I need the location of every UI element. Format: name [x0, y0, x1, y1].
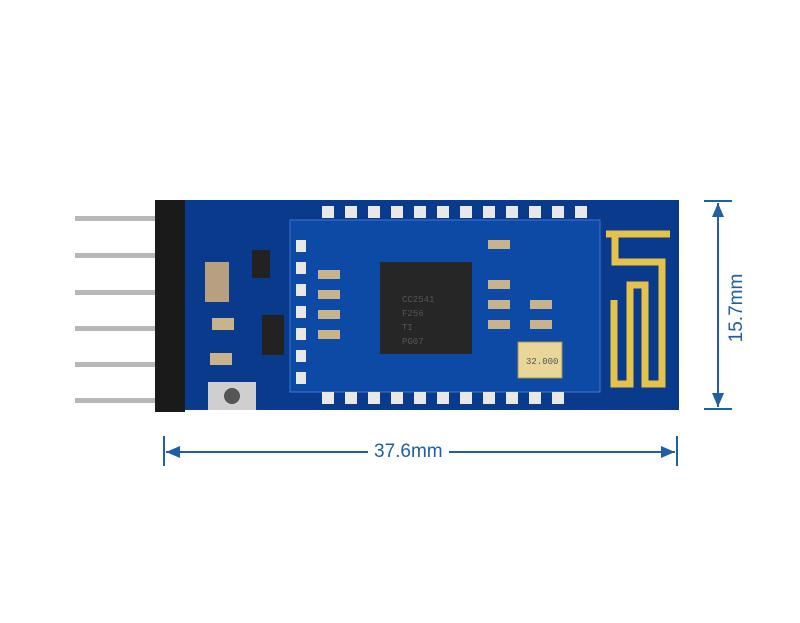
chip-marking: CC2541: [402, 295, 434, 305]
crystal-marking: 32.000: [526, 357, 558, 367]
cc2541-chip: [380, 262, 472, 354]
chip-marking: TI: [402, 323, 413, 333]
chip-marking: PG07: [402, 337, 424, 347]
width-dimension-label: 37.6mm: [368, 441, 449, 463]
chip-marking: F256: [402, 309, 424, 319]
crystal: [517, 341, 563, 379]
passive-components: [205, 240, 552, 365]
height-dimension-label: 15.7mm: [726, 268, 748, 348]
castellated-pads: [296, 206, 587, 404]
header-pins: [75, 200, 185, 412]
pcb-antenna: [606, 230, 670, 388]
